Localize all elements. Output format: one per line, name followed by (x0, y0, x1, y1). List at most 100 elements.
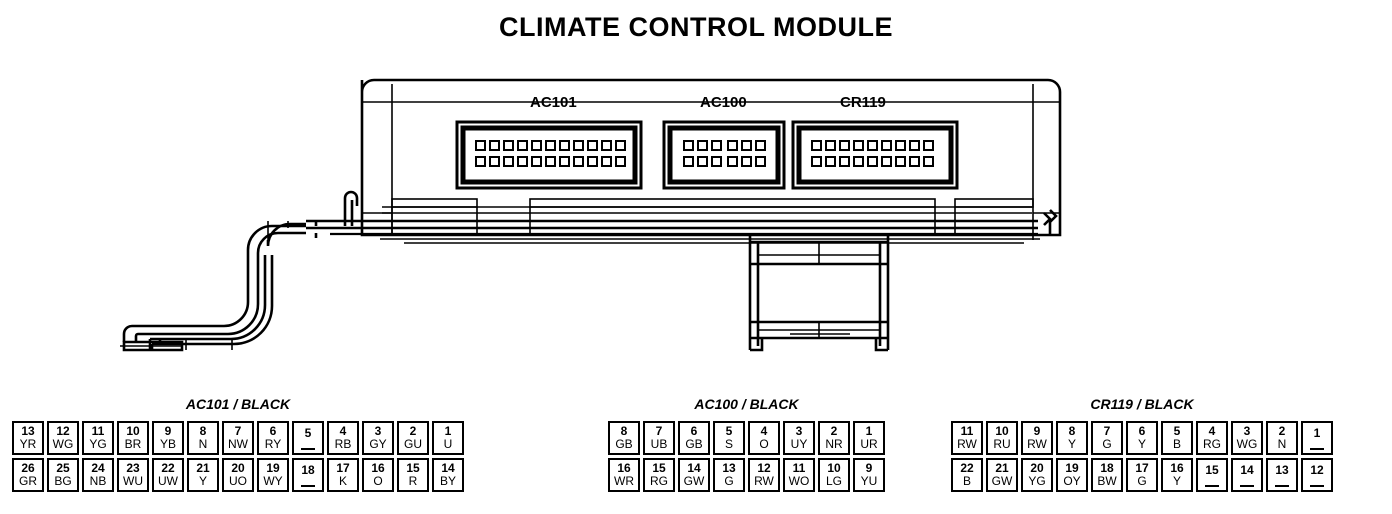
pin-number: 4 (1208, 424, 1216, 438)
pin-wire-code: GB (615, 437, 633, 451)
pin-number: 24 (91, 461, 105, 475)
pin-wire-code: U (443, 437, 453, 451)
pin-wire-code: UR (860, 437, 878, 451)
pin-cell[interactable]: 15— (1196, 458, 1228, 492)
pin-wire-code: UO (229, 474, 247, 488)
pin-wire-code: GR (19, 474, 37, 488)
pin-wire-code: — (1275, 477, 1289, 487)
pin-wire-code: WR (614, 474, 634, 488)
pin-wire-code: NB (89, 474, 107, 488)
pin-number: 1 (1313, 425, 1321, 440)
pin-wire-code: YU (860, 474, 878, 488)
callout-cr119-label: CR119 (840, 94, 886, 111)
bottom-mounting-bracket (748, 236, 890, 352)
pin-number: 19 (1065, 461, 1079, 475)
pin-wire-code: RG (650, 474, 668, 488)
pin-cell[interactable]: 1— (1301, 421, 1333, 455)
pin-number: 26 (21, 461, 35, 475)
pin-wire-code: BR (124, 437, 142, 451)
pin-number: 9 (865, 461, 873, 475)
pin-cell[interactable]: 5— (292, 421, 324, 455)
pin-wire-code: — (1310, 440, 1324, 450)
pin-wire-code: RW (1027, 437, 1047, 451)
pin-wire-code: WG (52, 437, 74, 451)
pin-number: 10 (995, 424, 1009, 438)
pin-number: 7 (655, 424, 663, 438)
pin-wire-code: UB (650, 437, 668, 451)
pin-cell[interactable]: 13— (1266, 458, 1298, 492)
pin-number: 9 (164, 424, 172, 438)
pin-number: 10 (126, 424, 140, 438)
pin-wire-code: GW (683, 474, 705, 488)
pin-number: 11 (792, 461, 806, 475)
pin-number: 23 (126, 461, 140, 475)
pin-cell[interactable]: 14— (1231, 458, 1263, 492)
pin-number: 8 (1068, 424, 1076, 438)
pin-cell[interactable]: 18— (292, 458, 324, 492)
pin-number: 18 (301, 462, 315, 477)
pin-number: 8 (199, 424, 207, 438)
pin-cell[interactable]: 12— (1301, 458, 1333, 492)
pin-wire-code: RG (1203, 437, 1221, 451)
pin-number: 7 (1103, 424, 1111, 438)
